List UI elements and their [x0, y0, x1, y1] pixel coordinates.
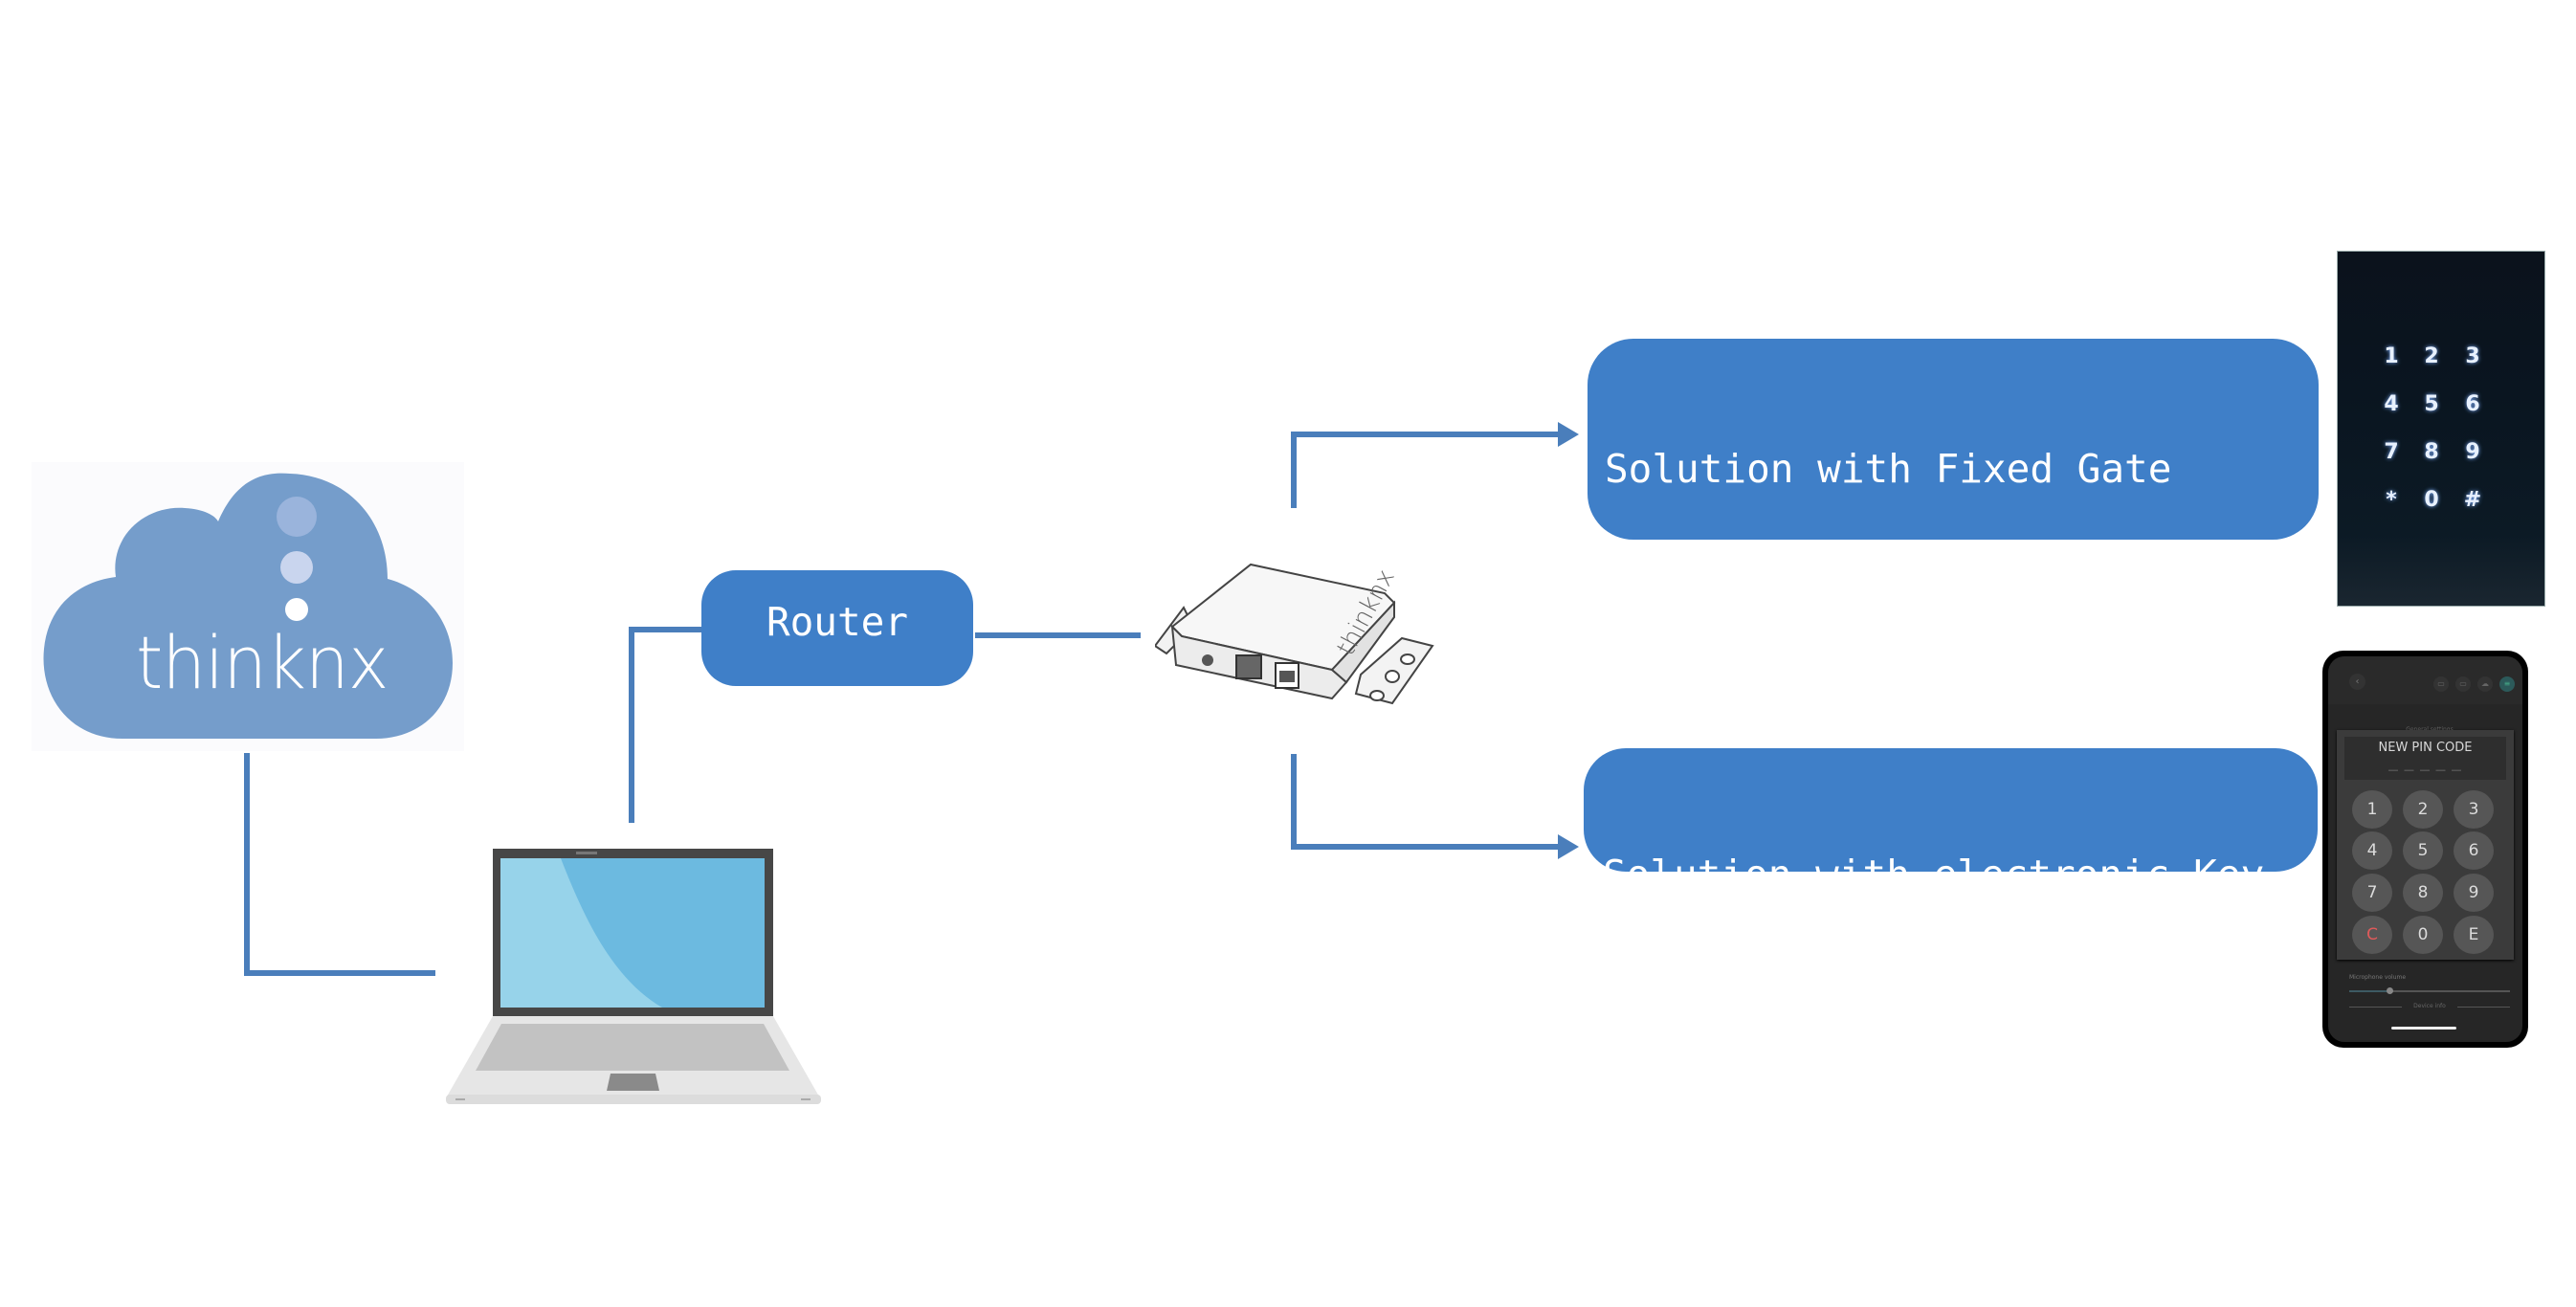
cloud-shape	[43, 473, 454, 739]
cloud-dot-small	[285, 598, 308, 621]
cloud-dot-large	[277, 497, 317, 537]
arrow-top-head-icon	[1558, 422, 1579, 447]
pin-key-clear: C	[2352, 916, 2392, 954]
pin-title: NEW PIN CODE	[2378, 741, 2473, 755]
pin-key: 0	[2403, 916, 2443, 954]
pin-display: NEW PIN CODE — — — — —	[2344, 737, 2506, 780]
pin-key: 2	[2403, 790, 2443, 829]
connector-cloud-vertical	[244, 753, 250, 976]
router-label: Router	[766, 599, 909, 645]
home-indicator	[2391, 1027, 2456, 1030]
pin-key: 1	[2352, 790, 2392, 829]
microphone-volume-slider	[2349, 987, 2510, 994]
connector-router-device	[975, 632, 1141, 638]
thinknx-server-device-icon: thinknx	[1155, 563, 1434, 705]
connector-cloud-horizontal	[244, 970, 435, 976]
keypad-key: 6	[2465, 392, 2480, 416]
pin-key: 8	[2403, 874, 2443, 912]
keypad-key: 2	[2424, 344, 2439, 368]
solution-line: Solution with electronic Key	[1603, 852, 2265, 897]
laptop-icon	[446, 849, 821, 1104]
connector-laptop-vertical	[629, 627, 634, 823]
phone-top-bar: ‹ ▭ ▭ ☁ ≡	[2328, 656, 2522, 704]
keypad-key: 4	[2384, 392, 2399, 416]
solution-smartphone-key: Solution with electronic Key on Smartpho…	[1584, 748, 2318, 1019]
pin-placeholder: — — — — —	[2387, 764, 2463, 776]
solution-line: on Smartphone/Application	[1603, 975, 2194, 1021]
pin-key: 4	[2352, 831, 2392, 870]
pin-entry-panel: NEW PIN CODE — — — — — 1 2 3 4 5 6 7 8 9…	[2337, 730, 2514, 960]
keypad-key: 8	[2424, 440, 2439, 464]
thinknx-cloud-icon	[43, 473, 454, 739]
keypad-key: 3	[2465, 344, 2480, 368]
microphone-volume-label: Microphone volume	[2349, 974, 2407, 981]
solution-smartphone-text: Solution with electronic Key on Smartpho…	[1603, 772, 2264, 1101]
connector-device-bottom-horizontal	[1291, 844, 1559, 850]
pin-key-enter: E	[2454, 916, 2494, 954]
list-icon: ≡	[2499, 676, 2515, 692]
gate-keypad-photo: 1 2 3 4 5 6 7 8 9 * 0 #	[2337, 251, 2545, 607]
solution-line: Solution with Fixed Gate	[1605, 446, 2172, 492]
solution-line: (Keypads, RFID,Biometrics...)	[1605, 693, 2290, 739]
keypad-key: 7	[2384, 440, 2399, 464]
arrow-bottom-head-icon	[1558, 834, 1579, 859]
connector-laptop-horizontal	[629, 627, 703, 632]
slider-thumb	[2387, 987, 2393, 994]
device-info-header: Device info	[2349, 1003, 2510, 1009]
pin-key: 7	[2352, 874, 2392, 912]
pin-key: 5	[2403, 831, 2443, 870]
solution-fixed-gate-text: Solution with Fixed Gate Readers (Keypad…	[1605, 366, 2290, 819]
keypad-key: 9	[2465, 440, 2480, 464]
back-icon: ‹	[2349, 674, 2365, 690]
keypad-key: 0	[2424, 488, 2439, 512]
solution-fixed-gate-readers: Solution with Fixed Gate Readers (Keypad…	[1588, 339, 2319, 737]
connector-device-top-horizontal	[1291, 432, 1559, 437]
router-node: Router	[701, 570, 973, 686]
window-icon: ▭	[2433, 676, 2449, 692]
smartphone-app-mockup: ‹ ▭ ▭ ☁ ≡ General settings NEW PIN CODE …	[2322, 651, 2528, 1048]
keypad-key: 1	[2384, 344, 2399, 368]
solution-line: Readers	[1605, 569, 1770, 615]
pin-key: 3	[2454, 790, 2494, 829]
cloud-brand-text: thinknx	[136, 620, 389, 705]
pin-key: 6	[2454, 831, 2494, 870]
cloud-dot-medium	[280, 551, 313, 584]
display-icon: ▭	[2455, 676, 2471, 692]
connector-device-top-vertical	[1291, 432, 1297, 508]
cloud-icon: ☁	[2477, 676, 2493, 692]
keypad-key: 5	[2424, 392, 2439, 416]
connector-device-bottom-vertical	[1291, 754, 1297, 850]
pin-key: 9	[2454, 874, 2494, 912]
slider-fill	[2349, 990, 2389, 992]
keypad-key: #	[2463, 488, 2482, 512]
phone-screen: ‹ ▭ ▭ ☁ ≡ General settings NEW PIN CODE …	[2328, 656, 2522, 1042]
keypad-key: *	[2386, 488, 2397, 512]
